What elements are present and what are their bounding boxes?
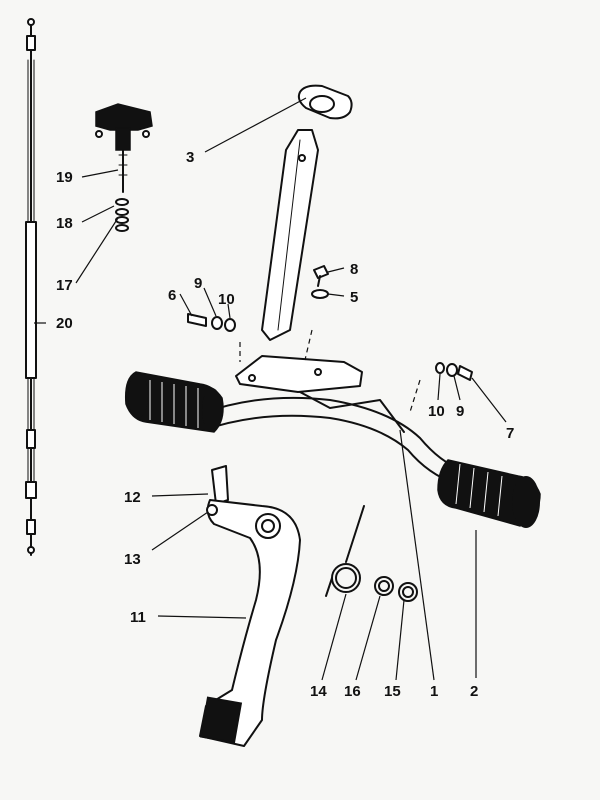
spring-part (325, 505, 365, 597)
callout-labels: 3 19 18 17 20 8 5 6 9 10 10 9 7 12 13 11… (56, 149, 514, 700)
callout-3: 3 (186, 149, 194, 166)
callout-10-right: 10 (428, 403, 445, 420)
mounting-plate (235, 329, 421, 413)
callout-9-right: 9 (456, 403, 464, 420)
callout-13: 13 (124, 551, 141, 568)
control-cable (25, 18, 37, 556)
callout-7: 7 (506, 425, 514, 442)
handlebar-tube (199, 391, 463, 485)
callout-18: 18 (56, 215, 73, 232)
callout-11: 11 (130, 609, 146, 626)
callout-14: 14 (310, 683, 327, 700)
callout-19: 19 (56, 169, 73, 186)
clamp-part (297, 84, 353, 120)
leader-lines (34, 97, 507, 681)
hardware-left (187, 313, 236, 332)
callout-6: 6 (168, 287, 176, 304)
callout-20: 20 (56, 315, 73, 332)
right-grip (437, 459, 541, 528)
callout-9-left: 9 (194, 275, 202, 292)
callout-1: 1 (430, 683, 438, 700)
callout-5: 5 (350, 289, 358, 306)
adjuster-assembly (95, 103, 153, 232)
bracket-stem (261, 129, 319, 341)
lever-arm (199, 465, 301, 747)
callout-2: 2 (470, 683, 478, 700)
callout-12: 12 (124, 489, 141, 506)
callout-8: 8 (350, 261, 358, 278)
callout-10-left: 10 (218, 291, 235, 308)
left-grip (124, 371, 224, 433)
callout-15: 15 (384, 683, 401, 700)
hardware-right (435, 362, 473, 381)
bolt-and-washer (311, 265, 329, 299)
callout-16: 16 (344, 683, 361, 700)
callout-17: 17 (56, 277, 73, 294)
washer-parts (374, 576, 418, 602)
